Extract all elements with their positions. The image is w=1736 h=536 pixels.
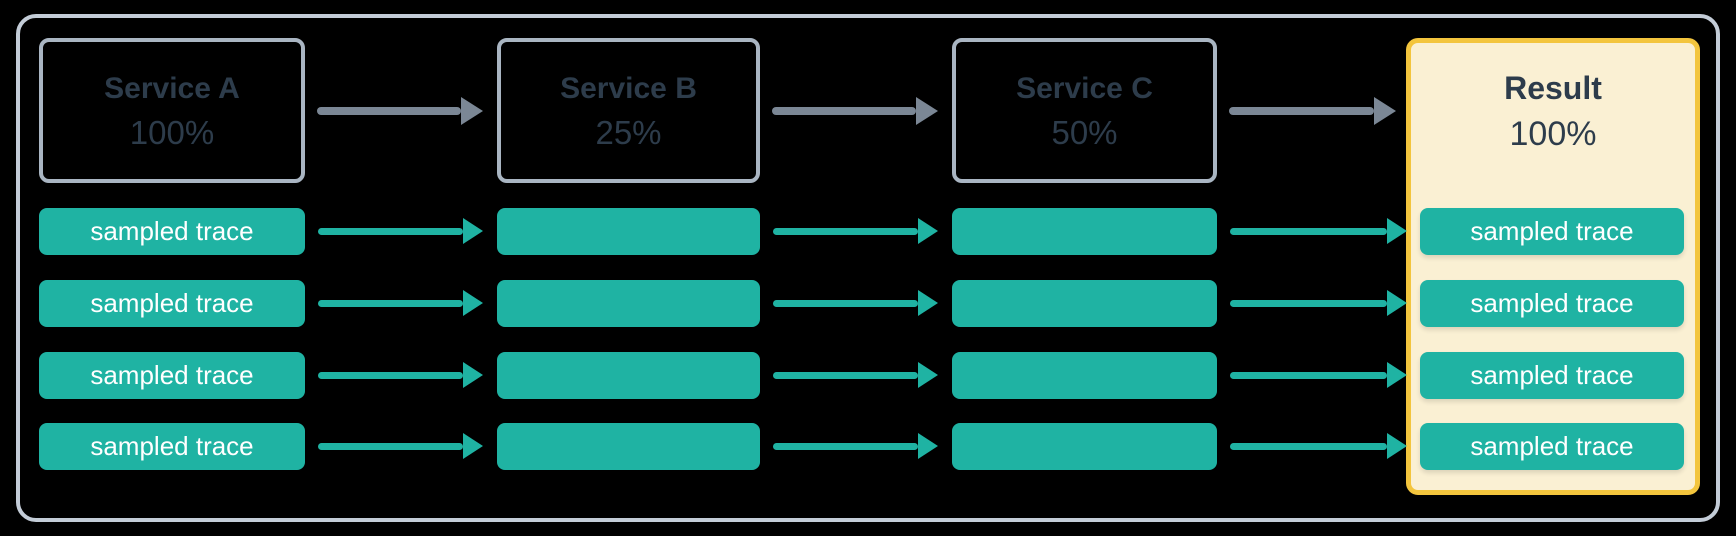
trace-arrow <box>318 218 483 244</box>
trace-bar <box>497 280 760 327</box>
arrow-head-icon <box>1374 97 1396 125</box>
arrow-head-icon <box>463 433 483 459</box>
arrow-shaft <box>773 371 918 379</box>
arrow-shaft <box>317 107 461 115</box>
service-b-box: Service B 25% <box>497 38 760 183</box>
service-a-percent: 100% <box>129 113 215 151</box>
result-header: Result 100% <box>1406 38 1700 183</box>
trace-bar: sampled trace <box>1420 208 1684 255</box>
trace-bar-label: sampled trace <box>1470 431 1634 461</box>
arrow-shaft <box>1230 299 1387 307</box>
arrow-head-icon <box>463 218 483 244</box>
trace-bar-label: sampled trace <box>90 216 254 246</box>
arrow-head-icon <box>1387 290 1407 316</box>
trace-arrow <box>773 290 938 316</box>
arrow-head-icon <box>461 97 483 125</box>
diagram-frame <box>16 14 1720 522</box>
trace-bar: sampled trace <box>39 423 305 470</box>
arrow-head-icon <box>918 433 938 459</box>
arrow-shaft <box>773 442 918 450</box>
service-a-title: Service A <box>104 71 240 105</box>
trace-bar: sampled trace <box>39 280 305 327</box>
trace-bar <box>497 423 760 470</box>
trace-bar-label: sampled trace <box>90 288 254 318</box>
trace-bar: sampled trace <box>1420 423 1684 470</box>
trace-bar <box>497 352 760 399</box>
trace-arrow <box>773 362 938 388</box>
arrow-shaft <box>1229 107 1374 115</box>
trace-arrow <box>1230 290 1407 316</box>
arrow-shaft <box>1230 227 1387 235</box>
arrow-shaft <box>772 107 916 115</box>
arrow-head-icon <box>1387 362 1407 388</box>
arrow-shaft <box>1230 442 1387 450</box>
trace-arrow <box>1230 218 1407 244</box>
trace-bar-label: sampled trace <box>1470 360 1634 390</box>
trace-arrow <box>1230 433 1407 459</box>
arrow-shaft <box>1230 371 1387 379</box>
trace-arrow <box>1230 362 1407 388</box>
arrow-head-icon <box>463 290 483 316</box>
flow-arrow <box>1229 97 1396 125</box>
trace-bar: sampled trace <box>1420 280 1684 327</box>
arrow-head-icon <box>918 218 938 244</box>
arrow-shaft <box>318 227 463 235</box>
arrow-head-icon <box>918 290 938 316</box>
trace-arrow <box>318 362 483 388</box>
trace-bar <box>952 280 1217 327</box>
service-a-box: Service A 100% <box>39 38 305 183</box>
arrow-shaft <box>318 299 463 307</box>
arrow-shaft <box>318 442 463 450</box>
trace-bar: sampled trace <box>39 352 305 399</box>
trace-bar-label: sampled trace <box>1470 216 1634 246</box>
result-title: Result <box>1504 69 1602 106</box>
arrow-shaft <box>318 371 463 379</box>
arrow-head-icon <box>1387 218 1407 244</box>
trace-bar <box>952 423 1217 470</box>
trace-bar <box>952 352 1217 399</box>
trace-bar-label: sampled trace <box>1470 288 1634 318</box>
trace-bar <box>497 208 760 255</box>
service-b-title: Service B <box>560 71 697 105</box>
trace-bar: sampled trace <box>39 208 305 255</box>
trace-bar: sampled trace <box>1420 352 1684 399</box>
trace-arrow <box>318 290 483 316</box>
arrow-head-icon <box>918 362 938 388</box>
service-b-percent: 25% <box>595 113 662 151</box>
arrow-shaft <box>773 299 918 307</box>
arrow-head-icon <box>463 362 483 388</box>
trace-bar <box>952 208 1217 255</box>
trace-bar-label: sampled trace <box>90 431 254 461</box>
flow-arrow <box>317 97 483 125</box>
service-c-percent: 50% <box>1051 113 1118 151</box>
service-c-title: Service C <box>1016 71 1153 105</box>
trace-arrow <box>773 433 938 459</box>
flow-arrow <box>772 97 938 125</box>
arrow-shaft <box>773 227 918 235</box>
trace-arrow <box>318 433 483 459</box>
result-percent: 100% <box>1509 114 1597 153</box>
arrow-head-icon <box>916 97 938 125</box>
service-c-box: Service C 50% <box>952 38 1217 183</box>
trace-arrow <box>773 218 938 244</box>
trace-bar-label: sampled trace <box>90 360 254 390</box>
arrow-head-icon <box>1387 433 1407 459</box>
result-box <box>1406 38 1700 495</box>
